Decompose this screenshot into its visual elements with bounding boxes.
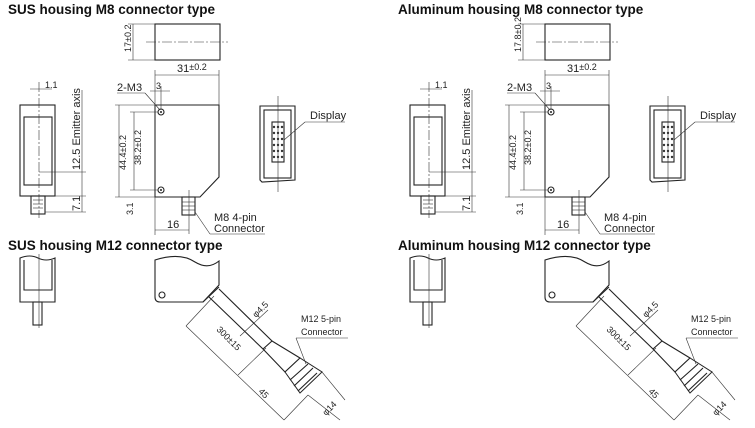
dim-1-1: 1.1 (435, 80, 448, 90)
dim-31: 31±0.2 (177, 62, 207, 75)
dim-300: 300±15 (215, 324, 243, 352)
m12-connector-label-line1: M12 5-pin (691, 314, 731, 324)
display-view: Display (649, 96, 737, 192)
display-label: Display (310, 110, 347, 122)
dim-45: 45 (647, 386, 661, 400)
m12-front-view: 300±15 φ4.5 45 φ14 M12 5-pin Connector (544, 255, 738, 421)
top-view: 17.8±0.2 (513, 17, 618, 61)
dim-3-1: 3.1 (125, 202, 135, 215)
m8-connector-label-line2: Connector (604, 223, 655, 235)
m12-side-view (19, 254, 56, 328)
dim-7-1: 7.1 (71, 196, 83, 211)
m8-section-title: Aluminum housing M8 connector type (398, 2, 644, 17)
m12-connector-label-line2: Connector (301, 327, 343, 337)
m12-section-title: SUS housing M12 connector type (8, 238, 223, 253)
front-view: 31±0.2 2-M3 3 44.4±0.2 38.2±0.2 3.1 16 M… (505, 62, 655, 235)
m12-front-view: 300±15 φ4.5 45 φ14 M12 5-pin Connector (154, 255, 348, 421)
m8-connector-label-line1: M8 4-pin (604, 212, 647, 224)
dim-1-1: 1.1 (45, 80, 58, 90)
aluminum-housing-drawings: Aluminum housing M8 connector type 17.8±… (398, 2, 738, 421)
dim-top-height: 17±0.2 (123, 25, 133, 52)
dim-emitter-axis: 12.5 Emitter axis (71, 88, 83, 170)
dim-38-2: 38.2±0.2 (523, 130, 533, 165)
dim-2-m3: 2-M3 (507, 82, 532, 94)
dim-3: 3 (546, 81, 551, 91)
front-view: 31±0.2 2-M3 3 44.4±0.2 38.2±0.2 3.1 16 M… (115, 62, 265, 235)
dim-phi-4-5: φ4.5 (640, 299, 660, 319)
display-view: Display (259, 96, 347, 192)
dim-31: 31±0.2 (567, 62, 597, 75)
m12-connector-label-line2: Connector (691, 327, 733, 337)
dim-300: 300±15 (605, 324, 633, 352)
dim-top-height: 17.8±0.2 (513, 17, 523, 52)
sus-housing-drawings: SUS housing M8 connector type 17±0.2 1.1… (8, 2, 348, 421)
dim-7-1: 7.1 (461, 196, 473, 211)
top-view: 17±0.2 (123, 23, 228, 61)
display-label: Display (700, 110, 737, 122)
m8-section-title: SUS housing M8 connector type (8, 2, 216, 17)
side-view: 1.1 12.5 Emitter axis 7.1 (19, 80, 86, 218)
dim-3: 3 (156, 81, 161, 91)
m12-section-title: Aluminum housing M12 connector type (398, 238, 651, 253)
dim-phi-14: φ14 (320, 399, 338, 417)
m12-connector-label-line1: M12 5-pin (301, 314, 341, 324)
side-view: 1.1 12.5 Emitter axis 7.1 (409, 80, 476, 218)
m8-connector-label-line2: Connector (214, 223, 265, 235)
dim-16: 16 (557, 219, 569, 231)
dim-phi-4-5: φ4.5 (250, 299, 270, 319)
dim-phi-14: φ14 (710, 399, 728, 417)
dim-38-2: 38.2±0.2 (133, 130, 143, 165)
dim-3-1: 3.1 (515, 202, 525, 215)
dim-16: 16 (167, 219, 179, 231)
dim-45: 45 (257, 386, 271, 400)
dim-2-m3: 2-M3 (117, 82, 142, 94)
dim-44-4: 44.4±0.2 (508, 135, 518, 170)
m12-side-view (409, 254, 446, 328)
dim-emitter-axis: 12.5 Emitter axis (461, 88, 473, 170)
m8-connector-label-line1: M8 4-pin (214, 212, 257, 224)
dim-44-4: 44.4±0.2 (118, 135, 128, 170)
